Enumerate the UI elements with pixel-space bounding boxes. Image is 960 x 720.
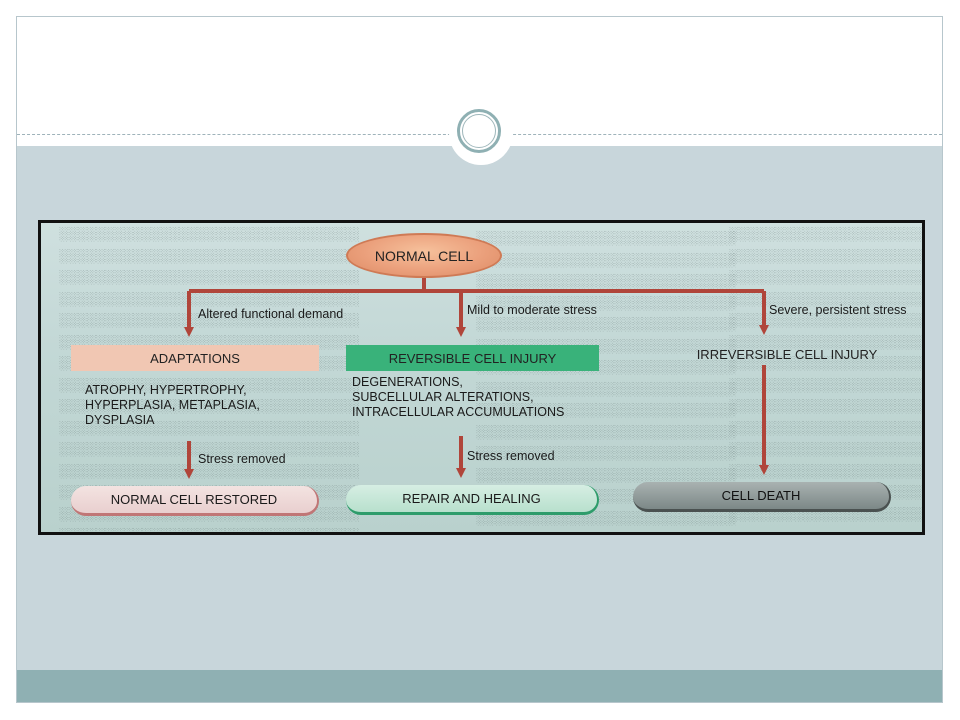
reversible-injury-list: DEGENERATIONS, SUBCELLULAR ALTERATIONS, …	[352, 375, 564, 420]
list-item: ATROPHY, HYPERTROPHY,	[85, 383, 247, 397]
reversible-cell-injury-box: REVERSIBLE CELL INJURY	[346, 345, 599, 371]
list-item: SUBCELLULAR ALTERATIONS,	[352, 390, 534, 404]
slide-frame	[16, 16, 943, 703]
decorative-circle-inner-ring	[462, 114, 496, 148]
adaptations-list: ATROPHY, HYPERTROPHY, HYPERPLASIA, METAP…	[85, 383, 260, 428]
background-textbook-text: ░░░░░░░░░░░░░░░░░░░░░░░░░░░░░░░░░░░░░░░░…	[729, 226, 925, 521]
adaptations-box: ADAPTATIONS	[71, 345, 319, 371]
repair-and-healing-node: REPAIR AND HEALING	[346, 485, 599, 515]
cell-injury-flowchart-image: ░░░░░░░░░░░░░░░░░░░░░░░░░░░░░░░░░░░░░░░░…	[38, 220, 925, 535]
normal-cell-node: NORMAL CELL	[346, 233, 502, 278]
branch-label-middle: Mild to moderate stress	[467, 303, 597, 317]
stress-removed-label-middle: Stress removed	[467, 449, 555, 463]
slide-footer-band	[17, 670, 942, 702]
branch-label-left: Altered functional demand	[198, 307, 344, 321]
list-item: DYSPLASIA	[85, 413, 155, 427]
cell-death-node: CELL DEATH	[633, 482, 891, 512]
flow-arrows	[184, 278, 769, 479]
irreversible-cell-injury-box: IRREVERSIBLE CELL INJURY	[696, 346, 878, 362]
decorative-circle-ring	[457, 109, 501, 153]
list-item: HYPERPLASIA, METAPLASIA,	[85, 398, 260, 412]
normal-cell-restored-node: NORMAL CELL RESTORED	[71, 486, 319, 516]
arrow-lines	[184, 278, 769, 479]
list-item: DEGENERATIONS,	[352, 375, 463, 389]
list-item: INTRACELLULAR ACCUMULATIONS	[352, 405, 565, 419]
branch-label-right: Severe, persistent stress	[769, 303, 907, 317]
stress-removed-label-left: Stress removed	[198, 452, 286, 466]
